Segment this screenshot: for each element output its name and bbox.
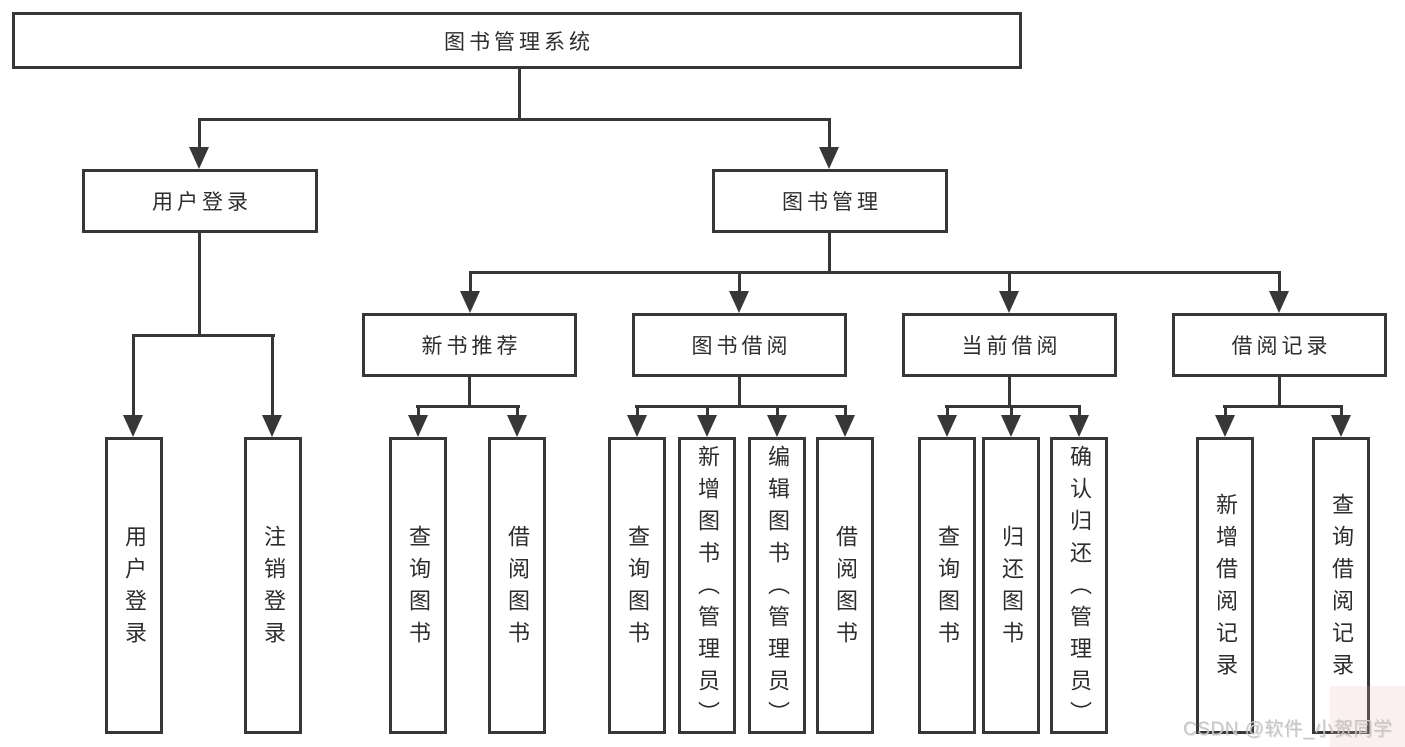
node-user-login: 用户登录 [82, 169, 318, 233]
node-leaf-query-books-1-label: 查询图书 [406, 524, 431, 653]
connector-line [1278, 376, 1281, 407]
connector-line [271, 334, 274, 417]
node-leaf-borrow-books-1-label: 借阅图书 [505, 524, 530, 653]
node-leaf-borrow-books-2: 借阅图书 [816, 437, 874, 734]
node-leaf-add-book-admin: 新增图书（管理员） [678, 437, 736, 734]
arrow-down-icon [819, 147, 839, 169]
node-leaf-add-book-admin-label: 新增图书（管理员） [695, 444, 720, 733]
connector-line [468, 376, 471, 407]
arrow-down-icon [1331, 415, 1351, 437]
node-root: 图书管理系统 [12, 12, 1022, 69]
node-leaf-add-borrow-record-label: 新增借阅记录 [1213, 492, 1238, 685]
connector-line [1008, 271, 1011, 293]
connector-line [198, 118, 201, 149]
node-book-management-label: 图书管理 [782, 191, 882, 214]
node-borrow-records: 借阅记录 [1172, 313, 1387, 377]
node-book-borrow-label: 图书借阅 [691, 335, 792, 358]
node-leaf-return-book-label: 归还图书 [999, 524, 1024, 653]
node-leaf-edit-book-admin-label: 编辑图书（管理员） [765, 444, 790, 733]
node-leaf-user-login: 用户登录 [105, 437, 163, 734]
node-leaf-query-borrow-record: 查询借阅记录 [1312, 437, 1370, 734]
connector-line [518, 68, 521, 120]
node-leaf-edit-book-admin: 编辑图书（管理员） [748, 437, 806, 734]
arrow-down-icon [460, 291, 480, 313]
connector-line [945, 405, 1081, 408]
connector-line [1278, 271, 1281, 293]
node-leaf-confirm-return-admin-label: 确认归还（管理员） [1067, 444, 1092, 733]
node-root-label: 图书管理系统 [444, 30, 594, 54]
node-leaf-return-book: 归还图书 [982, 437, 1040, 734]
arrow-down-icon [1001, 415, 1021, 437]
connector-line [469, 271, 472, 293]
arrow-down-icon [729, 291, 749, 313]
node-borrow-records-label: 借阅记录 [1231, 335, 1332, 358]
connector-line [1340, 405, 1343, 417]
arrow-down-icon [262, 415, 282, 437]
node-new-book-recommend: 新书推荐 [362, 313, 577, 377]
arrow-down-icon [835, 415, 855, 437]
node-leaf-query-books-2: 查询图书 [608, 437, 666, 734]
connector-line [132, 334, 135, 417]
connector-line [198, 233, 201, 336]
connector-line [946, 405, 949, 417]
connector-line [1223, 405, 1343, 408]
connector-line [516, 405, 519, 417]
node-leaf-query-borrow-record-label: 查询借阅记录 [1329, 492, 1354, 685]
node-leaf-user-login-label: 用户登录 [122, 524, 147, 653]
arrow-down-icon [937, 415, 957, 437]
connector-line [416, 405, 520, 408]
connector-line [636, 405, 639, 417]
connector-line [132, 334, 275, 337]
node-current-borrow-label: 当前借阅 [961, 335, 1062, 358]
connector-line [828, 233, 831, 273]
connector-line [738, 376, 741, 407]
connector-line [417, 405, 420, 417]
connector-line [635, 405, 846, 408]
node-new-book-recommend-label: 新书推荐 [421, 335, 522, 358]
connector-line [1010, 405, 1013, 417]
arrow-down-icon [123, 415, 143, 437]
watermark: CSDN @软件_小贺同学 [1183, 719, 1393, 740]
arrow-down-icon [697, 415, 717, 437]
node-leaf-logout-label: 注销登录 [261, 524, 286, 653]
arrow-down-icon [999, 291, 1019, 313]
node-leaf-query-books-2-label: 查询图书 [625, 524, 650, 653]
node-leaf-query-books-1: 查询图书 [389, 437, 447, 734]
connector-line [776, 405, 779, 417]
arrow-down-icon [1215, 415, 1235, 437]
connector-line [1224, 405, 1227, 417]
node-user-login-label: 用户登录 [152, 191, 252, 214]
connector-line [198, 118, 831, 121]
connector-line [469, 271, 1281, 274]
connector-line [1078, 405, 1081, 417]
node-leaf-borrow-books-1: 借阅图书 [488, 437, 546, 734]
node-book-borrow: 图书借阅 [632, 313, 847, 377]
node-leaf-confirm-return-admin: 确认归还（管理员） [1050, 437, 1108, 734]
node-leaf-logout: 注销登录 [244, 437, 302, 734]
node-current-borrow: 当前借阅 [902, 313, 1117, 377]
arrow-down-icon [627, 415, 647, 437]
connector-line [1008, 376, 1011, 407]
arrow-down-icon [1269, 291, 1289, 313]
connector-line [738, 271, 741, 293]
node-leaf-query-books-3-label: 查询图书 [935, 524, 960, 653]
connector-line [844, 405, 847, 417]
arrow-down-icon [507, 415, 527, 437]
connector-line [828, 118, 831, 149]
arrow-down-icon [408, 415, 428, 437]
node-leaf-borrow-books-2-label: 借阅图书 [833, 524, 858, 653]
connector-line [706, 405, 709, 417]
arrow-down-icon [189, 147, 209, 169]
node-leaf-add-borrow-record: 新增借阅记录 [1196, 437, 1254, 734]
node-leaf-query-books-3: 查询图书 [918, 437, 976, 734]
arrow-down-icon [1069, 415, 1089, 437]
node-book-management: 图书管理 [712, 169, 948, 233]
arrow-down-icon [767, 415, 787, 437]
